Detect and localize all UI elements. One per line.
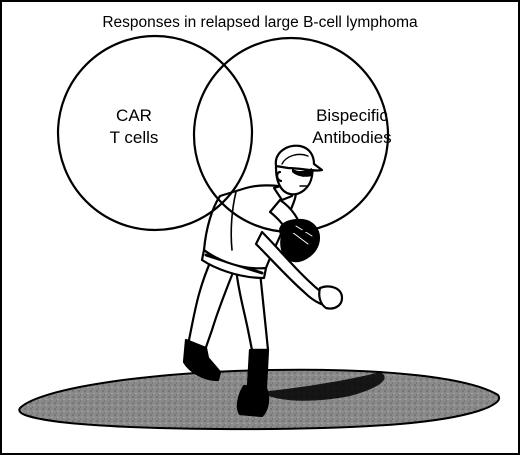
left-circle-label-line-1: CAR — [116, 106, 152, 125]
right-circle-label-line-2: Antibodies — [312, 128, 391, 147]
left-circle-label-line-2: T cells — [110, 128, 159, 147]
right-circle-label-line-1: Bispecific — [316, 106, 388, 125]
venn-circle-right — [192, 36, 390, 234]
title: Responses in relapsed large B-cell lymph… — [102, 14, 418, 31]
venn-circle-left — [56, 34, 254, 232]
pitcher-figure — [182, 144, 344, 418]
